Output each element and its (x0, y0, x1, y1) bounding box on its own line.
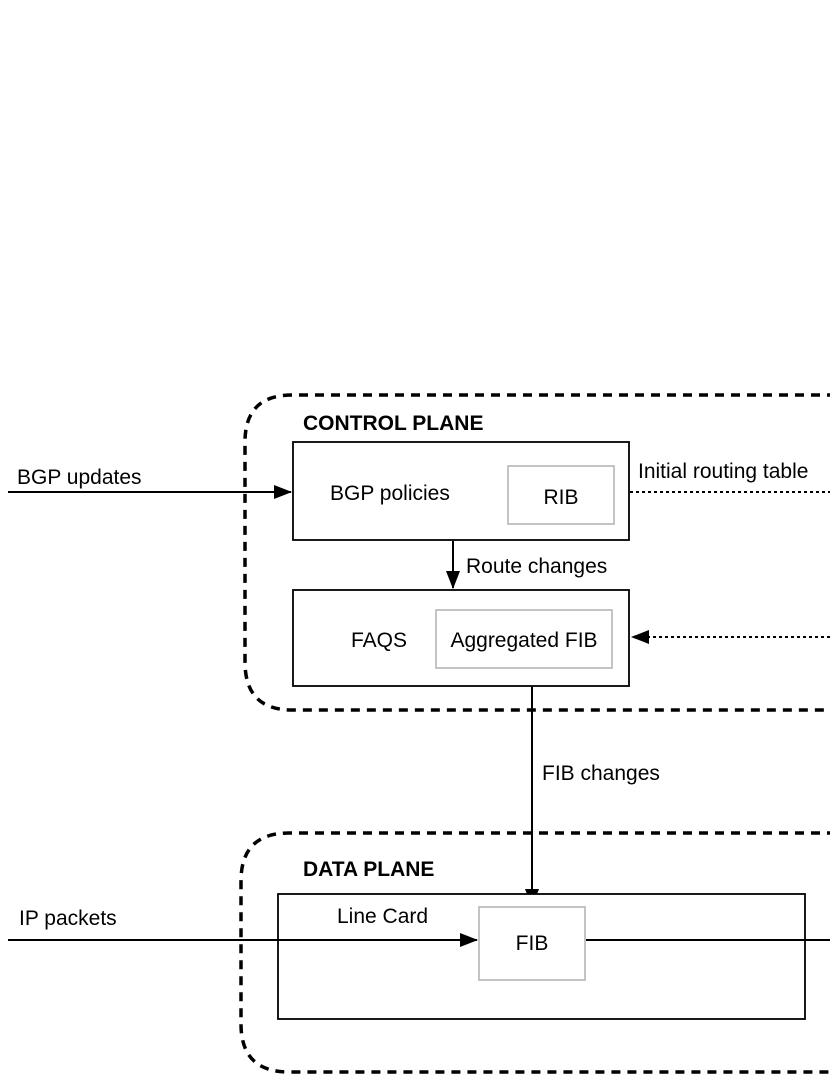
aggregated-fib-box (435, 609, 613, 669)
control-plane-title: CONTROL PLANE (303, 412, 483, 435)
faqs-label: FAQS (351, 629, 407, 652)
fib-box (478, 906, 586, 981)
ip-packets-label: IP packets (19, 907, 117, 930)
rib-box (507, 465, 615, 525)
initial-routing-table-label: Initial routing table (638, 460, 808, 483)
bgp-policies-label: BGP policies (330, 482, 450, 505)
rib-label: RIB (543, 486, 578, 509)
line-card-label: Line Card (337, 905, 428, 928)
control-plane-region (243, 393, 830, 712)
fib-label: FIB (516, 932, 549, 955)
bgp-updates-label: BGP updates (17, 466, 142, 489)
data-plane-title: DATA PLANE (303, 858, 434, 881)
fib-changes-label: FIB changes (542, 762, 660, 785)
route-changes-label: Route changes (466, 555, 607, 578)
data-plane-region (239, 831, 830, 1074)
aggregated-fib-label: Aggregated FIB (450, 629, 597, 652)
